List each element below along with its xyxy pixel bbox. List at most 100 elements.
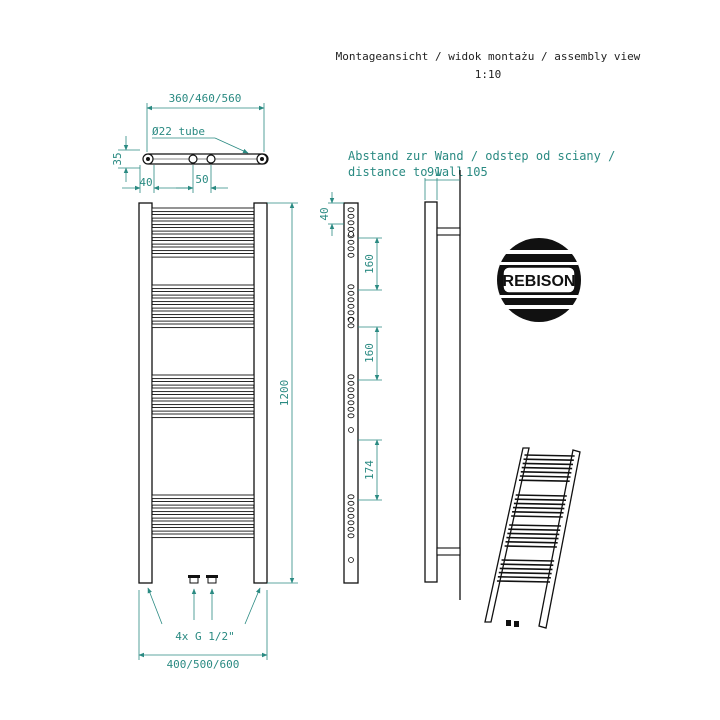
tube-label: Ø22 tube bbox=[152, 125, 205, 138]
rung bbox=[151, 413, 255, 419]
rung-end bbox=[347, 226, 355, 232]
rung-end bbox=[347, 220, 355, 226]
perspective-rung bbox=[519, 475, 571, 478]
rung-end bbox=[347, 494, 355, 500]
rung bbox=[151, 400, 255, 406]
rung bbox=[151, 284, 255, 290]
rung-end bbox=[347, 246, 355, 252]
perspective-rung bbox=[522, 462, 574, 466]
perspective-rung bbox=[524, 454, 575, 457]
rung bbox=[151, 214, 255, 219]
top-height-label: 35 bbox=[111, 152, 124, 165]
rung-end bbox=[347, 500, 355, 506]
perspective-rung bbox=[521, 466, 573, 470]
rung-end bbox=[347, 413, 355, 419]
rung-end bbox=[347, 533, 355, 539]
rung-end bbox=[347, 507, 355, 513]
perspective-rung bbox=[498, 571, 552, 575]
rung bbox=[151, 387, 255, 393]
rung-end bbox=[347, 400, 355, 406]
rung bbox=[151, 394, 255, 399]
rung-end bbox=[347, 297, 355, 303]
rung bbox=[151, 310, 255, 316]
perspective-view bbox=[484, 447, 581, 629]
rung bbox=[151, 246, 255, 252]
rung bbox=[151, 533, 255, 539]
rung bbox=[151, 220, 255, 226]
perspective-rung bbox=[505, 541, 558, 544]
rung bbox=[151, 323, 255, 329]
perspective-rung bbox=[507, 532, 560, 536]
side-dim-3: 174 bbox=[363, 460, 376, 480]
perspective-rung bbox=[523, 458, 574, 461]
perspective-rung bbox=[511, 515, 563, 518]
perspective-rung bbox=[520, 471, 572, 474]
rung bbox=[151, 233, 255, 239]
rung bbox=[151, 501, 255, 506]
perspective-rungs bbox=[496, 454, 575, 583]
rung-end bbox=[347, 310, 355, 316]
perspective-rung bbox=[509, 524, 561, 527]
drawing-title: Montageansicht / widok montażu / assembl… bbox=[336, 50, 641, 63]
perspective-rung bbox=[506, 536, 559, 540]
wall-note-value1: 91 bbox=[427, 165, 441, 179]
logo-text: REBISON bbox=[503, 273, 576, 290]
rung-end bbox=[347, 290, 355, 296]
rung-end bbox=[347, 526, 355, 532]
valve-left bbox=[188, 575, 200, 584]
rung bbox=[151, 291, 255, 296]
rung-end bbox=[348, 557, 354, 563]
front-height-label: 1200 bbox=[278, 380, 291, 407]
rung-end bbox=[347, 252, 355, 258]
rung-end bbox=[347, 239, 355, 245]
rung-end bbox=[347, 380, 355, 386]
rung bbox=[151, 527, 255, 532]
rung-end bbox=[347, 520, 355, 526]
top-width-label: 360/460/560 bbox=[169, 92, 242, 105]
rung bbox=[151, 253, 255, 258]
top-view: 360/460/560 Ø22 tube 35 40 50 bbox=[111, 92, 269, 193]
perspective-rung bbox=[504, 545, 557, 548]
rung bbox=[151, 317, 255, 322]
rung bbox=[151, 520, 255, 526]
rung bbox=[151, 374, 255, 380]
front-view: 1200 4x G 1/2" 400/500/600 bbox=[138, 202, 298, 671]
rung bbox=[151, 207, 255, 213]
rung bbox=[151, 407, 255, 412]
wall-note-line1: Abstand zur Wand / odstep od sciany / bbox=[348, 149, 615, 163]
rung-end bbox=[347, 207, 355, 213]
rung-end bbox=[347, 387, 355, 393]
side-dim-1: 160 bbox=[363, 254, 376, 274]
side-view: 40 160 160 174 bbox=[318, 192, 382, 584]
perspective-rung bbox=[497, 576, 551, 579]
rung bbox=[151, 514, 255, 519]
front-rungs bbox=[151, 207, 255, 539]
valve-right bbox=[206, 575, 218, 584]
perspective-rung bbox=[508, 528, 561, 531]
drawing-scale: 1:10 bbox=[475, 68, 502, 81]
rung bbox=[151, 297, 255, 303]
perspective-rung bbox=[513, 502, 566, 506]
rung-end bbox=[348, 427, 354, 433]
rung bbox=[151, 494, 255, 500]
perspective-rung bbox=[518, 479, 570, 482]
connections-label: 4x G 1/2" bbox=[175, 630, 235, 643]
perspective-rung bbox=[499, 567, 553, 571]
perspective-rung bbox=[501, 559, 555, 562]
front-width-label: 400/500/600 bbox=[167, 658, 240, 671]
rung-end bbox=[347, 284, 355, 290]
side-dim-top: 40 bbox=[318, 207, 331, 220]
rung-end bbox=[347, 303, 355, 309]
rung-end bbox=[347, 323, 355, 329]
top-spacing-label: 50 bbox=[195, 173, 208, 186]
rung-end bbox=[348, 231, 354, 237]
perspective-rung bbox=[500, 563, 554, 566]
rung bbox=[151, 304, 255, 309]
perspective-rung bbox=[496, 580, 551, 583]
perspective-rung bbox=[512, 506, 565, 510]
wall-note-value2: 105 bbox=[466, 165, 488, 179]
rung-end bbox=[347, 374, 355, 380]
side-dim-2: 160 bbox=[363, 343, 376, 363]
perspective-rung bbox=[512, 511, 564, 514]
rung-end bbox=[347, 406, 355, 412]
